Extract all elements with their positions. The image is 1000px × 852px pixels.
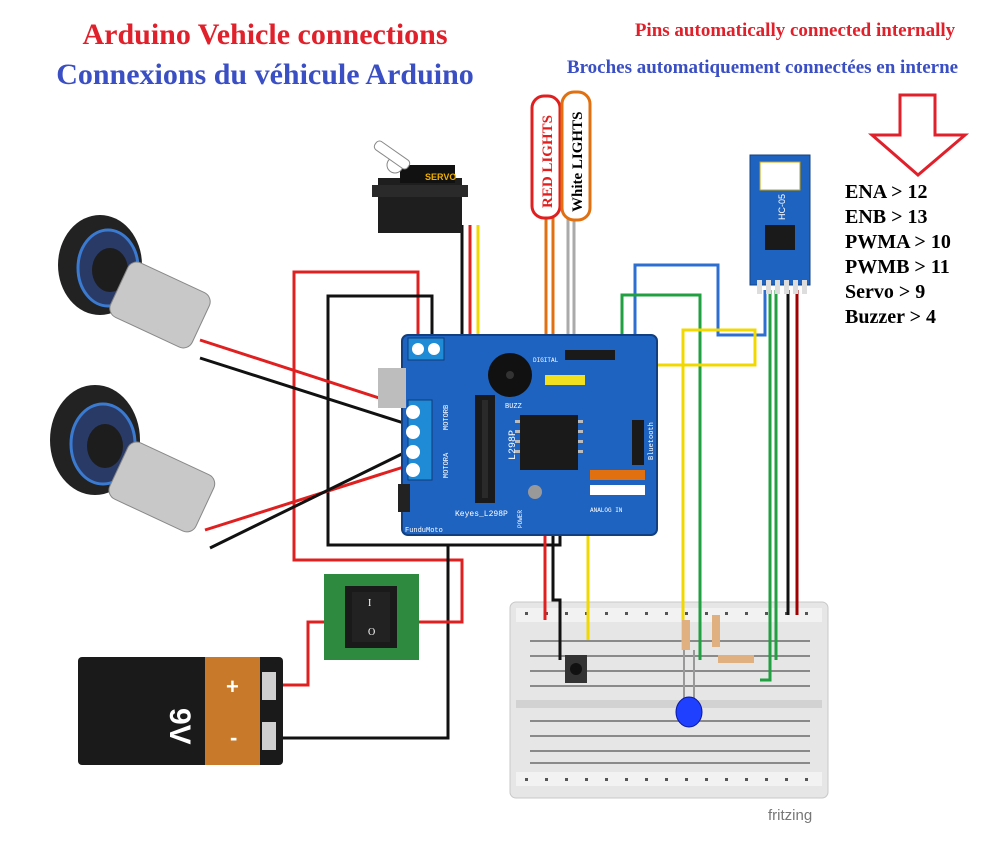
push-button <box>565 655 587 683</box>
servo: SERVO <box>372 140 468 233</box>
blue-led <box>675 650 703 728</box>
digital-label: DIGITAL <box>533 357 559 364</box>
white-lights: White LIGHTS <box>560 90 592 222</box>
switch-on-label: I <box>368 598 371 609</box>
pin-mapping-enb: ENB > 13 <box>845 206 928 228</box>
breadboard <box>509 601 829 799</box>
shield-name: Keyes_L298P <box>455 510 508 519</box>
title-french: Connexions du véhicule Arduino <box>56 58 474 91</box>
shield-maker: FunduMoto <box>405 527 443 535</box>
servo-label: SERVO <box>425 172 456 182</box>
title-english: Arduino Vehicle connections <box>82 18 448 51</box>
resistors <box>682 615 754 663</box>
bluetooth-module: HC-05 <box>749 154 811 294</box>
battery-label: 9V <box>163 708 196 745</box>
motor-top <box>109 261 211 349</box>
switch-off-label: O <box>368 627 375 638</box>
motora-label: MOTORA <box>443 452 451 478</box>
power-label: POWER <box>517 510 524 528</box>
battery-9v: + - 9V <box>78 657 283 765</box>
fritzing-logo: fritzing <box>768 807 812 824</box>
note-french: Broches automatiquement connectées en in… <box>566 57 959 78</box>
analog-label: ANALOG IN <box>590 507 623 514</box>
motor-shield: L298P BUZZ MOTORA MOTORB Bluetooth DIGIT… <box>378 334 658 536</box>
pin-mapping-buzzer: Buzzer > 4 <box>845 306 937 328</box>
battery-minus: - <box>230 725 237 750</box>
red-lights: RED LIGHTS <box>530 94 562 220</box>
note-english: Pins automatically connected internally <box>634 20 956 41</box>
pin-mapping-list: ENA > 12 ENB > 13 PWMA > 10 PWMB > 11 Se… <box>845 180 951 330</box>
down-arrow-icon <box>867 93 970 177</box>
bluetooth-label: HC-05 <box>777 194 787 220</box>
power-switch: I O <box>324 574 419 660</box>
motor-bottom <box>108 441 216 533</box>
red-lights-label: RED LIGHTS <box>540 115 556 208</box>
chip-label: L298P <box>508 430 519 460</box>
battery-plus: + <box>226 674 239 699</box>
motorb-label: MOTORB <box>443 405 451 430</box>
white-lights-label: White LIGHTS <box>570 112 586 212</box>
pin-mapping-pwma: PWMA > 10 <box>845 231 951 253</box>
pin-mapping-servo: Servo > 9 <box>845 281 926 303</box>
pin-mapping-ena: ENA > 12 <box>845 181 928 203</box>
bluetooth-port-label: Bluetooth <box>648 422 656 460</box>
buzz-label: BUZZ <box>505 403 522 411</box>
pin-mapping-pwmb: PWMB > 11 <box>845 256 950 278</box>
